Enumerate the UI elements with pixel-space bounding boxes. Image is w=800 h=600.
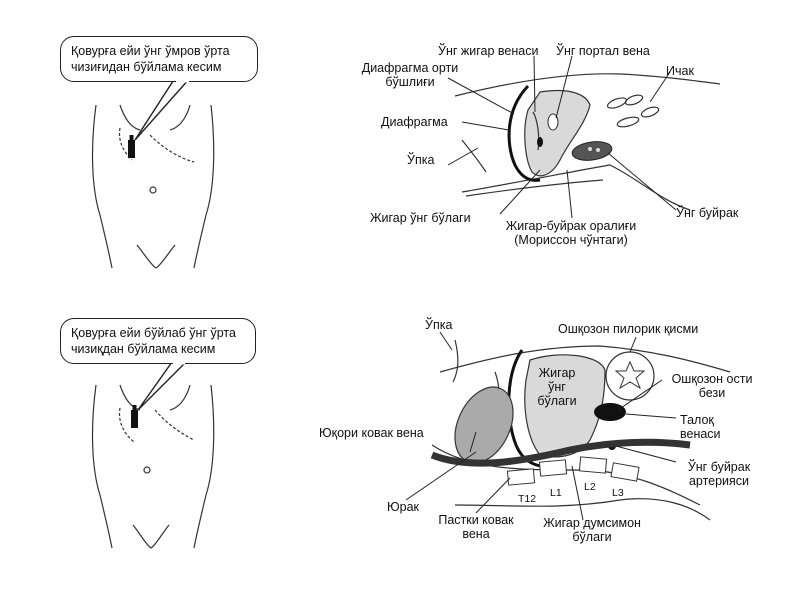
callout-line-2: чизиқдан бўйлама кесим <box>71 342 216 356</box>
label-lung: Ўпка <box>407 153 435 167</box>
label-inferior-vena-cava: Пастки ковак вена <box>438 513 514 541</box>
label-right-portal-vein: Ўнг портал вена <box>556 44 650 58</box>
label-diaphragm: Диафрагма <box>381 115 448 129</box>
label-heart: Юрак <box>387 500 420 514</box>
label-lung: Ўпка <box>425 318 453 332</box>
label-right-hepatic-vein: Ўнг жигар венаси <box>438 44 539 58</box>
label-liver-right-lobe: Жигар ўнг бўлаги <box>370 211 471 225</box>
callout-line-1: Қовурға ейи бўйлаб ўнг ўрта <box>71 326 236 340</box>
callout-bottom: Қовурға ейи бўйлаб ўнг ўрта чизиқдан бўй… <box>60 318 256 364</box>
label-liver-right-lobe: Жигар ўнг бўлаги <box>537 366 577 408</box>
label-hepatorenal-pouch: Жигар-буйрак оралиғи (Мориссон чўнтаги) <box>505 219 637 247</box>
label-diaphragm-middle-part: Диафрагма орти бўшлиғи <box>361 61 459 89</box>
callout-line-1: Қовурға ейи ўнг ўмров ўрта <box>71 44 230 58</box>
label-intestine: Ичак <box>666 64 694 78</box>
vertebra-label-l3: L3 <box>612 487 624 499</box>
label-stomach-pylorus: Ошқозон пилорик қисми <box>558 322 699 336</box>
label-pancreas: Ошқозон ости бези <box>671 372 753 400</box>
vertebra-label-l1: L1 <box>550 487 562 499</box>
vertebra-label-l2: L2 <box>584 481 596 493</box>
callout-top: Қовурға ейи ўнг ўмров ўрта чизиғидан бўй… <box>60 36 258 82</box>
label-right-renal-artery: Ўнг буйрак артерияси <box>687 460 751 488</box>
callout-line-2: чизиғидан бўйлама кесим <box>71 60 222 74</box>
vertebra-label-t12: T12 <box>518 493 537 505</box>
label-caudate-lobe: Жигар думсимон бўлаги <box>543 516 641 544</box>
label-right-kidney: Ўнг буйрак <box>676 206 739 220</box>
label-superior-vena-cava: Юқори ковак вена <box>319 426 424 440</box>
label-splenic-vein: Талоқ венаси <box>680 413 721 441</box>
